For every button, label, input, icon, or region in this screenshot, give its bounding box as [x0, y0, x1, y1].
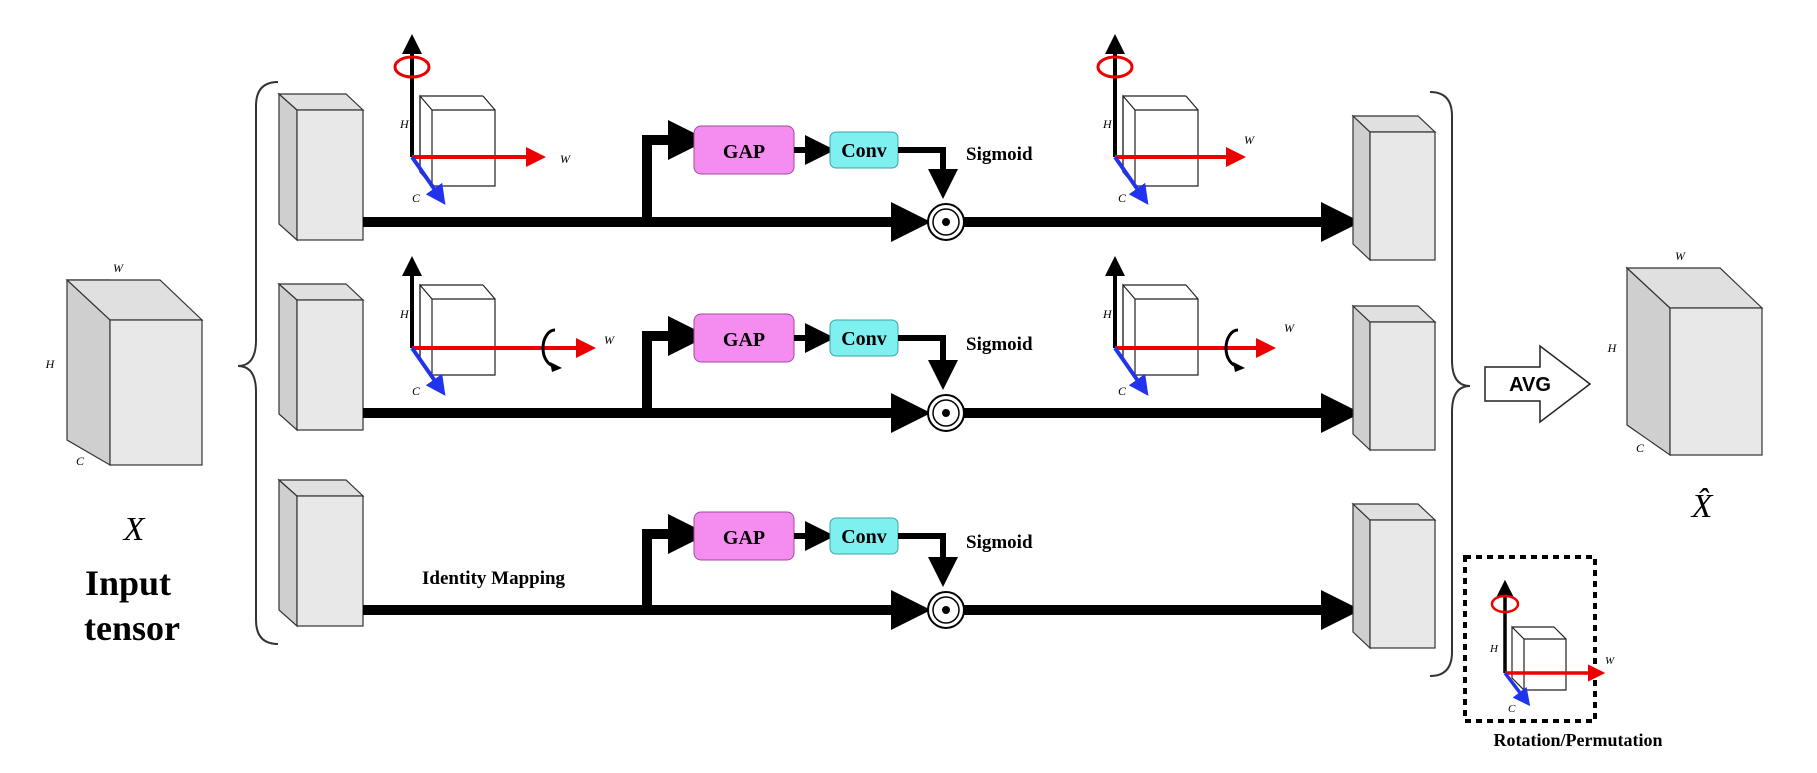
legend-axis-w: W [1605, 655, 1615, 667]
axis-h-label: H [399, 117, 410, 131]
branch-3: Identity Mapping GAP Conv Sigmoid [277, 478, 1437, 650]
axis-c-label: C [1118, 191, 1127, 205]
output-axis-w: W [1675, 249, 1686, 263]
input-axis-c: C [76, 454, 85, 468]
axis-h-label: H [1102, 307, 1113, 321]
avg-arrow [1484, 344, 1592, 424]
sigmoid-arrow [898, 147, 958, 199]
input-symbol: X [122, 511, 146, 548]
gap-label: GAP [723, 329, 765, 351]
branch-1: GAP Conv Sigmoid [277, 92, 1437, 262]
input-title-line1: Input [85, 563, 171, 603]
axis-w-label: W [1284, 321, 1295, 335]
legend-axis-c: C [1508, 703, 1516, 715]
output-symbol: X̂ [1690, 488, 1714, 525]
axis-w-label: W [604, 333, 615, 347]
axis-h-label: H [1102, 117, 1113, 131]
axis-h-label: H [399, 307, 410, 321]
conv-label: Conv [841, 328, 887, 350]
input-axis-h: H [45, 357, 56, 371]
output-axis-c: C [1636, 441, 1645, 455]
gap-label: GAP [723, 141, 765, 163]
axis-gizmo-branch1-output: H W C [1096, 34, 1255, 205]
axis-w-label: W [1244, 133, 1255, 147]
axis-gizmo-branch2-input: H W C [399, 256, 615, 398]
avg-label: AVG [1509, 374, 1551, 396]
axis-c-label: C [412, 384, 421, 398]
axis-gizmo-branch2-output: H W C [1102, 256, 1295, 398]
axis-w-label: W [560, 152, 571, 166]
gap-label: GAP [723, 527, 765, 549]
gap-branch-arrow [642, 316, 709, 413]
legend-axis-h: H [1489, 643, 1499, 655]
identity-mapping-label: Identity Mapping [422, 568, 566, 589]
rotation-legend-box [1463, 555, 1606, 723]
output-tensor-cube [1625, 266, 1764, 457]
branch-2: GAP Conv Sigmoid [277, 282, 1437, 452]
conv-label: Conv [841, 140, 887, 162]
axis-c-label: C [412, 191, 421, 205]
left-brace [237, 81, 279, 645]
sigmoid-arrow [898, 335, 958, 390]
gap-branch-arrow [642, 120, 709, 222]
axis-gizmo-branch1-input: H W C [393, 34, 571, 205]
conv-label: Conv [841, 526, 887, 548]
right-brace [1429, 91, 1471, 677]
axis-c-label: C [1118, 384, 1127, 398]
legend-caption: Rotation/Permutation [1494, 730, 1663, 750]
input-tensor-cube [65, 279, 204, 467]
sigmoid-arrow [898, 533, 958, 587]
gap-branch-arrow [642, 514, 709, 610]
input-axis-w: W [113, 261, 124, 275]
sigmoid-label: Sigmoid [966, 532, 1033, 553]
sigmoid-label: Sigmoid [966, 334, 1033, 355]
output-axis-h: H [1607, 341, 1618, 355]
sigmoid-label: Sigmoid [966, 144, 1033, 165]
input-title-line2: tensor [84, 608, 180, 648]
